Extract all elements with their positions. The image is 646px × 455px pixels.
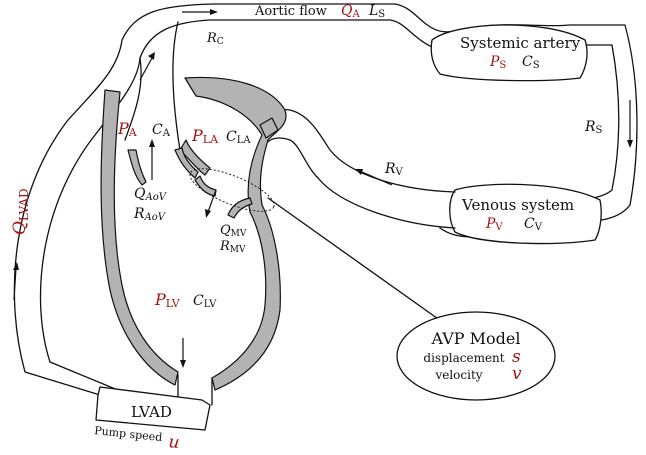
ascending-aorta-right bbox=[172, 21, 181, 151]
systemic-resistance-label: RS bbox=[584, 119, 603, 136]
heart-right-wall bbox=[184, 76, 287, 391]
venous-tube-lower bbox=[264, 137, 456, 229]
aortic-valve-leaflet-right bbox=[174, 147, 199, 179]
lv-outflow-arrow bbox=[180, 338, 186, 368]
aortic-valve-flow: QAoV bbox=[134, 186, 168, 203]
mitral-valve-resistance: RMV bbox=[219, 239, 246, 255]
ascending-aorta-left bbox=[124, 57, 142, 141]
heart-septum bbox=[179, 139, 211, 176]
aortic-inertance-l: LS bbox=[368, 3, 385, 20]
avp-displacement-label: displacement bbox=[423, 351, 504, 365]
mitral-annulus-ellipse bbox=[189, 168, 275, 212]
aortic-valve-leaflet-left bbox=[127, 149, 147, 186]
venous-tube-upper bbox=[261, 109, 456, 193]
mitral-valve-flow: QMV bbox=[220, 223, 247, 239]
avp-model-ellipse bbox=[396, 311, 556, 401]
la-inlet-stub bbox=[259, 117, 279, 139]
lv-pressure: PLV bbox=[154, 290, 181, 310]
avp-connector-line bbox=[267, 197, 449, 327]
pump-speed-label: Pump speed bbox=[94, 424, 163, 444]
ascending-aorta-arrow bbox=[139, 52, 155, 81]
venous-return-arrow bbox=[355, 169, 393, 186]
proximal-resistance-rc: RC bbox=[206, 31, 224, 47]
systemic-artery-pressure: PS bbox=[489, 54, 506, 71]
lvad-flow-arrow bbox=[13, 262, 19, 301]
pump-speed-u: u bbox=[167, 432, 180, 453]
aortic-flow-q: QA bbox=[341, 3, 360, 20]
systemic-artery-title: Systemic artery bbox=[460, 34, 581, 52]
systemic-artery-bulge bbox=[430, 24, 588, 82]
mitral-valve-flow-arrow bbox=[205, 189, 217, 218]
aortic-valve-flow-arrow bbox=[149, 139, 155, 180]
lvad-label: LVAD bbox=[131, 403, 172, 421]
venous-resistance-label: RV bbox=[384, 161, 404, 178]
systemic-artery-compliance: CS bbox=[522, 54, 540, 71]
venous-system-title: Venous system bbox=[461, 196, 574, 214]
venous-compliance: CV bbox=[524, 216, 543, 233]
lvad-flow-label: QLVAD bbox=[10, 188, 31, 235]
aortic-flow-arrow bbox=[182, 9, 218, 15]
la-compliance: CLA bbox=[226, 129, 251, 146]
venous-pressure: PV bbox=[485, 216, 503, 233]
avp-velocity-v: v bbox=[512, 364, 522, 384]
systemic-resistance-arrow bbox=[627, 100, 633, 148]
lv-compliance: CLV bbox=[193, 293, 217, 310]
avp-velocity-label: velocity bbox=[434, 368, 482, 382]
aortic-compliance: CA bbox=[152, 122, 171, 139]
avp-model-title: AVP Model bbox=[430, 329, 520, 348]
la-pressure: PLA bbox=[191, 126, 219, 146]
avp-displacement-s: s bbox=[512, 347, 521, 367]
aortic-flow-label: Aortic flow bbox=[254, 4, 327, 19]
aortic-valve-resistance: RAoV bbox=[133, 206, 167, 223]
mitral-valve-leaflet-left bbox=[194, 175, 217, 197]
aortic-pressure: PA bbox=[117, 119, 138, 139]
heart-left-wall bbox=[100, 89, 179, 386]
lvad-box bbox=[95, 386, 211, 431]
mitral-valve-leaflet-right bbox=[227, 197, 253, 219]
